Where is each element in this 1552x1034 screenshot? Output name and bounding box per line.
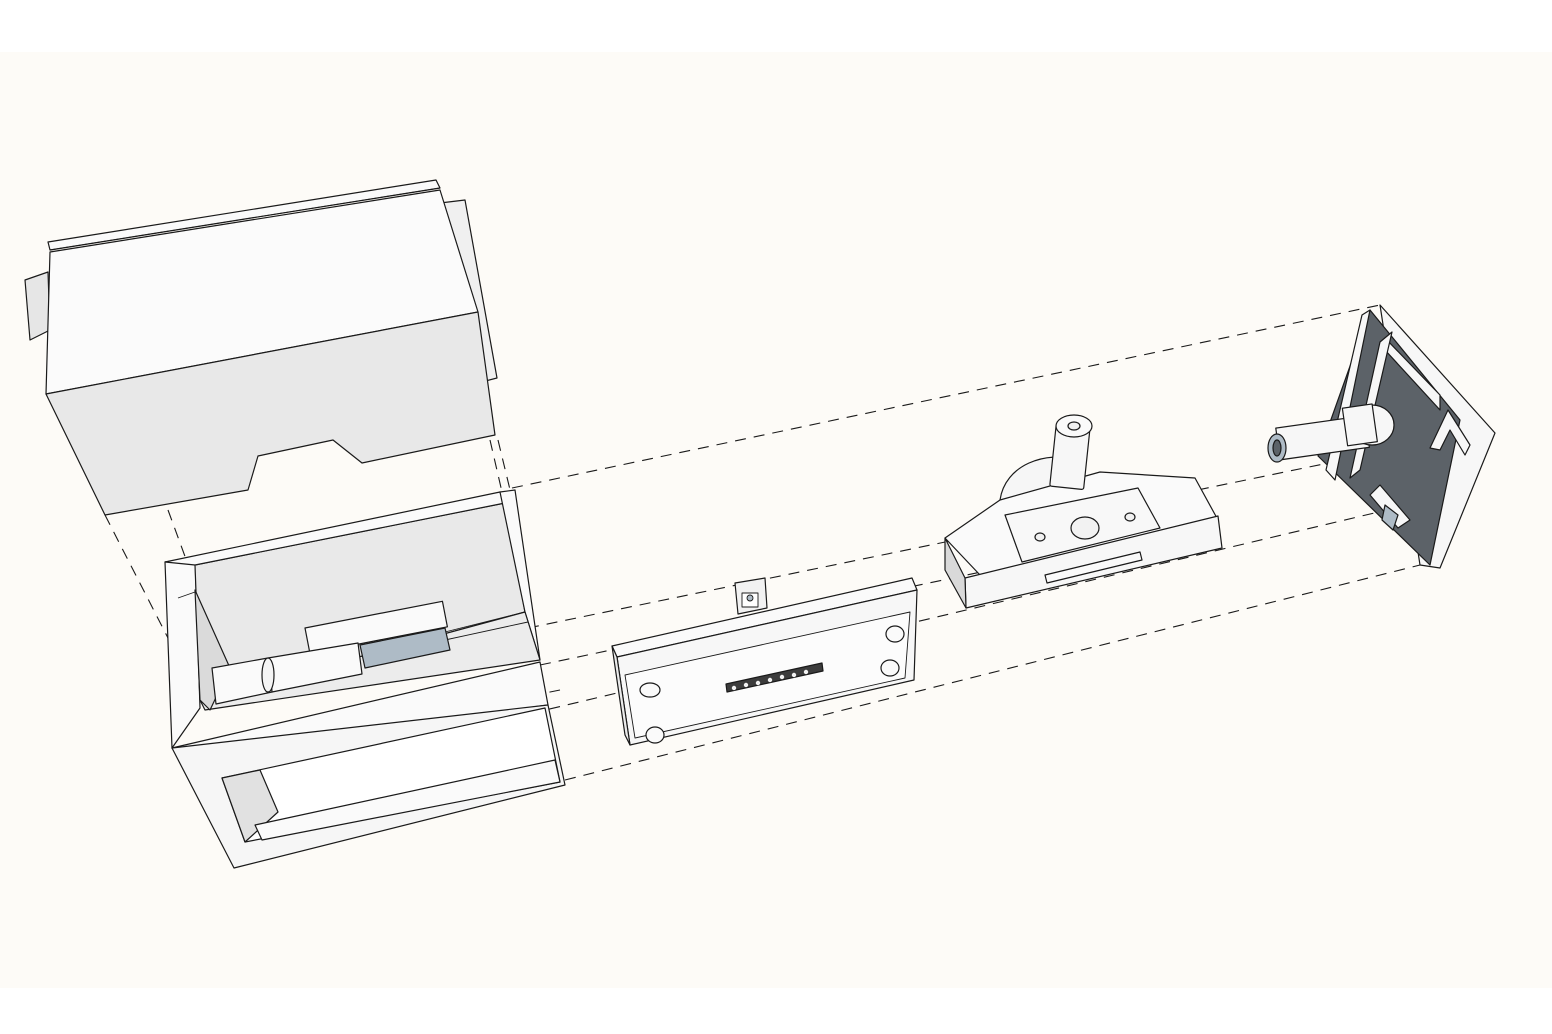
base-inner-rod <box>177 591 196 599</box>
lid-front-face <box>45 311 496 516</box>
plate-window <box>1381 504 1399 531</box>
assembly-drawing <box>0 52 1552 988</box>
plate-foot <box>1369 484 1411 529</box>
battery-cell-1 <box>211 657 273 705</box>
guide-lid-right-2 <box>497 439 513 499</box>
motor-mount[interactable] <box>944 414 1223 609</box>
board-left-edge <box>611 645 631 746</box>
spindle-bore <box>1272 439 1282 457</box>
battery-cell-3 <box>304 600 448 655</box>
enclosure-base[interactable] <box>164 489 566 869</box>
enclosure-lid[interactable] <box>24 179 498 516</box>
board-led-strip <box>725 662 824 693</box>
drawing-canvas[interactable] <box>0 52 1552 988</box>
plate-hook <box>1429 409 1471 456</box>
mount-slot <box>1044 551 1143 584</box>
base-inner-rail-2 <box>444 621 529 641</box>
board-connector-pin <box>746 594 754 602</box>
board-standoff-right <box>880 659 900 677</box>
mount-screw-hole-right <box>1124 512 1136 522</box>
circuit-board[interactable] <box>611 577 918 746</box>
lid-flange-left <box>24 271 51 341</box>
guide-bottom <box>564 564 1421 781</box>
spindle-collar-body <box>1341 403 1378 447</box>
mount-left-face <box>944 537 967 609</box>
lid-rim-line <box>49 187 441 251</box>
end-plate[interactable] <box>1267 304 1496 569</box>
guide-top <box>511 304 1381 489</box>
base-inner-rail <box>444 611 526 633</box>
mount-shaft-bore <box>1067 421 1081 431</box>
guide-lower <box>271 494 1451 776</box>
board-standoff-left <box>639 682 661 698</box>
guide-lid-left <box>104 514 169 639</box>
mount-screw-hole-left <box>1034 532 1046 542</box>
board-standoff-bottom <box>645 726 665 744</box>
battery-cap <box>261 657 275 693</box>
battery-label-band <box>359 627 451 669</box>
board-led-dots <box>731 669 809 691</box>
base-lower-slot-rail <box>254 759 561 841</box>
guide-lid-mid <box>167 509 191 571</box>
board-standoff-top-right <box>885 625 905 643</box>
mount-center-hole <box>1070 516 1100 540</box>
